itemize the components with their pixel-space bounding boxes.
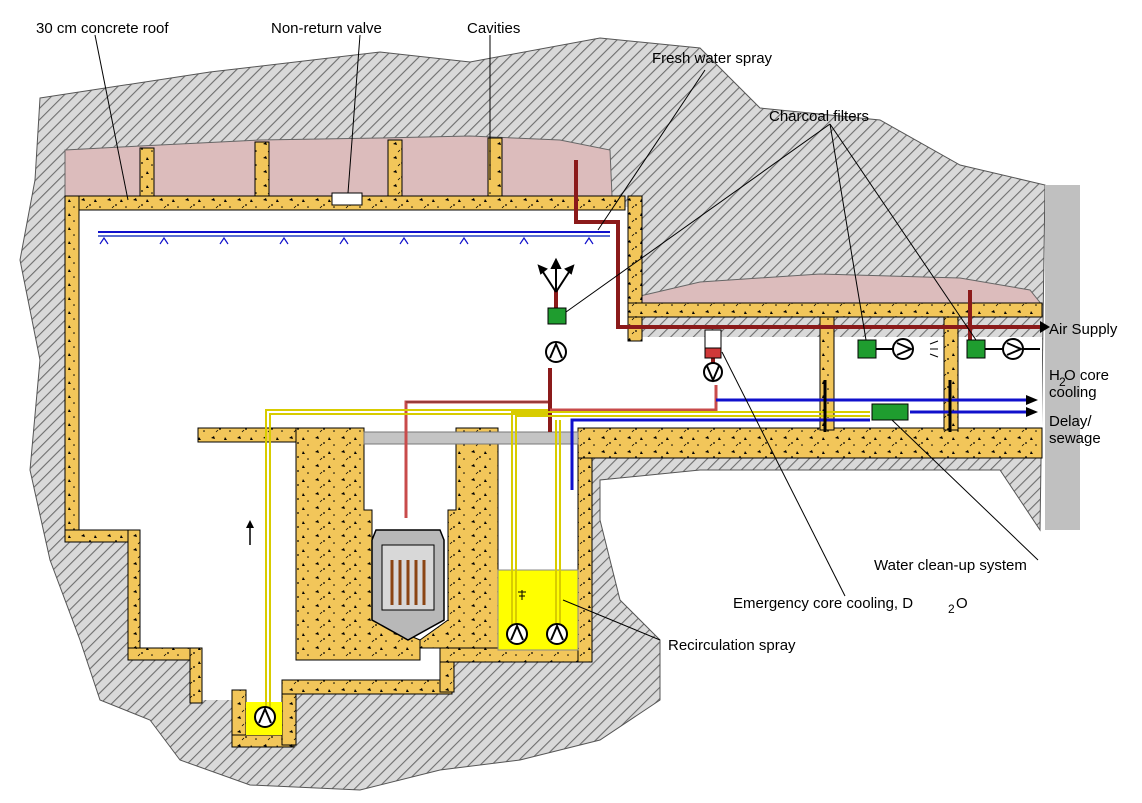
label-charcoal-filters: Charcoal filters bbox=[769, 108, 869, 125]
non-return-valve bbox=[331, 192, 363, 206]
label-h2o-core-cooling-line2: cooling bbox=[1049, 384, 1097, 401]
label-non-return-valve: Non-return valve bbox=[271, 20, 382, 37]
label-h2o-subscript: 2 bbox=[1059, 375, 1066, 389]
filter-icon bbox=[857, 339, 877, 359]
label-emergency-core-cooling: Emergency core cooling, D bbox=[733, 595, 913, 612]
label-h2o-core-cooling: H O core bbox=[1049, 367, 1109, 384]
label-fresh-water-spray: Fresh water spray bbox=[652, 50, 773, 67]
label-water-cleanup: Water clean-up system bbox=[874, 557, 1027, 574]
blue-pipes bbox=[570, 398, 1030, 490]
leader-lines bbox=[94, 34, 1039, 641]
label-air-supply: Air Supply bbox=[1049, 321, 1118, 338]
label-concrete-roof: 30 cm concrete roof bbox=[36, 20, 169, 37]
concrete-shell bbox=[64, 137, 1043, 748]
outlet-arrow-icon bbox=[1026, 321, 1050, 417]
outer-building-wall bbox=[1045, 185, 1080, 530]
fresh-water-spray-header bbox=[98, 231, 610, 245]
filter-icon bbox=[871, 403, 909, 421]
label-delay-sewage-line1: Delay/ bbox=[1049, 413, 1092, 430]
filter-icon bbox=[966, 339, 986, 359]
black-pipes bbox=[823, 380, 952, 432]
operating-floor-slab bbox=[363, 431, 579, 445]
filter-icon bbox=[547, 307, 567, 325]
spray-arrows-icon bbox=[537, 257, 575, 293]
yellow-pipes bbox=[265, 409, 870, 712]
label-recirculation-spray: Recirculation spray bbox=[668, 637, 796, 654]
label-cavities: Cavities bbox=[467, 20, 520, 37]
label-emergency-subscript: 2 bbox=[948, 602, 955, 616]
fan-icon bbox=[876, 338, 1040, 360]
pump-icon bbox=[254, 341, 723, 728]
label-delay-sewage-line2: sewage bbox=[1049, 430, 1101, 447]
reactor-vessel-icon bbox=[371, 529, 445, 641]
label-emergency-tail: O bbox=[956, 595, 968, 612]
flow-arrow-icon bbox=[246, 520, 254, 545]
spray-nozzle-icon bbox=[518, 590, 526, 600]
